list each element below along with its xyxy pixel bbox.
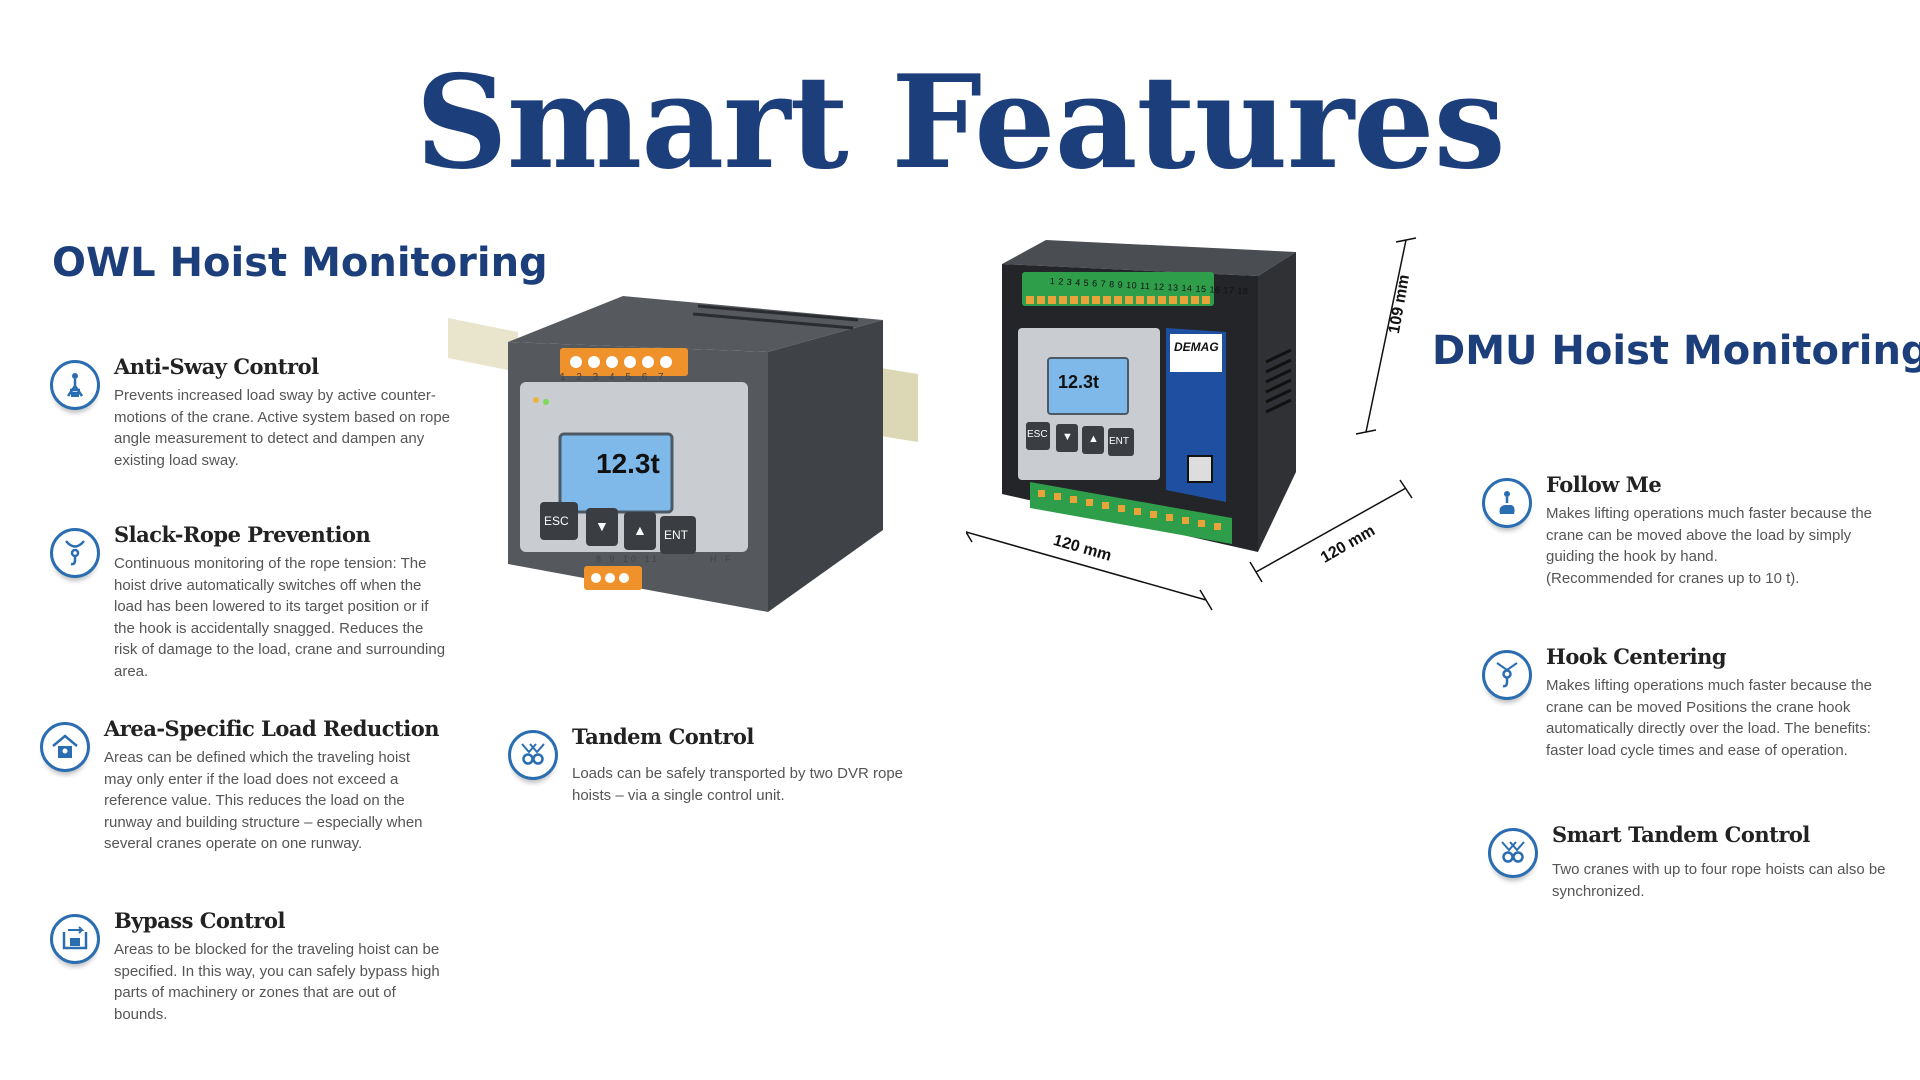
feature-title: Bypass Control — [114, 908, 285, 933]
feature-follow-me: Follow Me Makes lifting operations much … — [1482, 472, 1892, 589]
feature-text: Loads can be safely transported by two D… — [572, 765, 904, 804]
dmu-heading: DMU Hoist Monitoring — [1432, 328, 1920, 374]
anti-sway-icon — [50, 360, 100, 410]
hook-centering-icon — [1482, 650, 1532, 700]
smart-tandem-icon — [1488, 828, 1538, 878]
follow-me-icon — [1482, 478, 1532, 528]
bypass-icon — [50, 914, 100, 964]
dmu-brand-logo: DEMAG — [1174, 340, 1219, 354]
owl-ent-button: ENT — [664, 528, 688, 542]
feature-title: Area-Specific Load Reduction — [104, 716, 440, 741]
tandem-icon — [508, 730, 558, 780]
feature-text: Makes lifting operations much faster bec… — [1546, 677, 1873, 759]
feature-title: Smart Tandem Control — [1552, 822, 1810, 847]
dmu-display-value: 12.3t — [1058, 372, 1100, 392]
feature-anti-sway: Anti-Sway Control Prevents increased loa… — [50, 354, 450, 471]
owl-top-terminal-numbers: 1 2 3 4 5 6 7 — [560, 372, 668, 383]
dmu-esc-button: ESC — [1027, 429, 1048, 440]
owl-esc-button: ESC — [544, 514, 569, 528]
dmu-up-button: ▲ — [1088, 433, 1099, 445]
feature-area-load: Area-Specific Load Reduction Areas can b… — [40, 716, 440, 855]
owl-down-button: ▼ — [595, 518, 609, 534]
feature-title: Hook Centering — [1546, 644, 1727, 669]
feature-text: Areas can be defined which the traveling… — [104, 749, 423, 852]
feature-text: Two cranes with up to four rope hoists c… — [1552, 861, 1886, 900]
owl-bottom-right-label: H F — [710, 554, 734, 564]
area-load-icon — [40, 722, 90, 772]
owl-display-value: 12.3t — [596, 448, 660, 479]
page-title: Smart Features — [415, 48, 1505, 198]
owl-bottom-terminal-numbers: 8 9 10 11 — [596, 554, 660, 564]
feature-text: Areas to be blocked for the traveling ho… — [114, 941, 440, 1023]
feature-text: Continuous monitoring of the rope tensio… — [114, 555, 446, 680]
feature-title: Tandem Control — [572, 724, 754, 749]
feature-title: Anti-Sway Control — [114, 354, 319, 379]
feature-slack-rope: Slack-Rope Prevention Continuous monitor… — [50, 522, 450, 682]
feature-tandem: Tandem Control Loads can be safely trans… — [508, 724, 928, 806]
feature-title: Follow Me — [1546, 472, 1662, 497]
owl-device-image: 1 2 3 4 5 6 7 8 9 10 11 H F 12.3t ESC ▼ … — [448, 292, 928, 622]
dmu-ent-button: ENT — [1109, 436, 1129, 447]
feature-title: Slack-Rope Prevention — [114, 522, 371, 547]
feature-smart-tandem: Smart Tandem Control Two cranes with up … — [1488, 822, 1898, 902]
dmu-down-button: ▼ — [1062, 431, 1073, 443]
feature-text: Prevents increased load sway by active c… — [114, 387, 451, 469]
owl-heading: OWL Hoist Monitoring — [52, 240, 548, 286]
owl-up-button: ▲ — [633, 522, 647, 538]
feature-bypass: Bypass Control Areas to be blocked for t… — [50, 908, 450, 1025]
feature-hook-centering: Hook Centering Makes lifting operations … — [1482, 644, 1892, 761]
feature-text: Makes lifting operations much faster bec… — [1546, 505, 1873, 587]
slack-rope-icon — [50, 528, 100, 578]
dmu-device-image: 1 2 3 4 5 6 7 8 9 10 11 12 13 14 15 16 1… — [959, 232, 1426, 612]
